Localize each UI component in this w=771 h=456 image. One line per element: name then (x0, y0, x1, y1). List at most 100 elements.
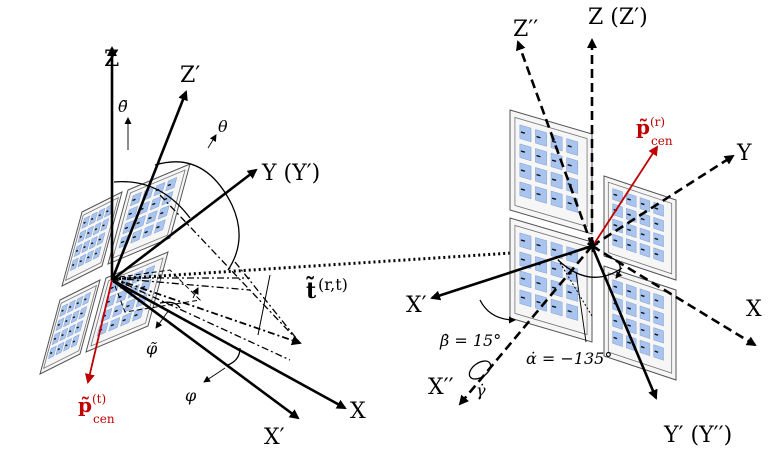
svg-text:p̃: p̃ (78, 393, 92, 417)
left-vector-label: p̃ (t) cen (78, 392, 115, 426)
antenna-element (96, 207, 106, 222)
left-antenna-array (39, 163, 191, 375)
antenna-element (70, 309, 80, 324)
left-y-axis (111, 168, 258, 282)
antenna-element (639, 322, 651, 339)
phi-tilde-label: φ̃ (146, 339, 158, 358)
antenna-element (626, 238, 637, 254)
right-x-double-axis (458, 245, 593, 406)
antenna-element (92, 246, 102, 260)
right-x-double-label: X′′ (428, 375, 454, 400)
antenna-element (639, 288, 651, 305)
right-y-prime-label: Y′ (Y′′) (663, 423, 732, 448)
antenna-element (535, 294, 547, 312)
left-z-prime-label: Z′ (180, 63, 200, 88)
right-z-label: Z (Z′) (588, 5, 648, 30)
antenna-element (108, 317, 121, 332)
svg-text:t̃: t̃ (306, 277, 317, 304)
svg-text:(r): (r) (650, 115, 665, 129)
right-center-marker: ✱ (586, 237, 599, 256)
antenna-element (77, 229, 87, 244)
antenna-element (51, 331, 61, 346)
antenna-element (161, 191, 174, 206)
antenna-element (653, 327, 664, 344)
antenna-element (88, 211, 98, 226)
left-x-prime-label: X′ (264, 425, 285, 450)
antenna-element (519, 289, 532, 308)
antenna-element (63, 337, 72, 352)
antenna-element (639, 227, 651, 243)
antenna-element (535, 129, 547, 147)
antenna-element (653, 232, 664, 248)
right-x-prime-label: X′ (406, 293, 427, 318)
right-y-prime-axis (590, 245, 658, 400)
antenna-element (653, 217, 664, 232)
right-x-prime-axis (430, 244, 593, 301)
svg-text:(t): (t) (92, 392, 106, 406)
antenna-element (66, 299, 76, 314)
svg-text:p̃: p̃ (636, 115, 650, 139)
antenna-element (566, 138, 578, 156)
antenna-element (74, 320, 84, 334)
antenna-element (153, 219, 166, 234)
antenna-element (120, 312, 132, 327)
antenna-element (519, 270, 532, 289)
antenna-element (47, 345, 57, 360)
antenna-element (550, 298, 563, 317)
antenna-element (535, 237, 547, 255)
beta-label: β̇ = 15° (439, 331, 501, 350)
antenna-element (85, 249, 94, 264)
left-y-label: Y (Y′) (261, 161, 320, 186)
antenna-element (70, 334, 80, 348)
antenna-element (74, 295, 84, 310)
antenna-element (653, 344, 664, 361)
gamma-label: γ̇ (476, 381, 486, 400)
left-x-label: X (350, 399, 366, 424)
right-center-vector (593, 145, 659, 245)
antenna-element (653, 310, 664, 327)
antenna-element (535, 167, 547, 185)
antenna-element (85, 225, 94, 240)
antenna-element (612, 233, 623, 249)
antenna-element (550, 171, 563, 190)
antenna-element (639, 339, 651, 356)
antenna-element (566, 176, 578, 194)
link-vector (113, 243, 590, 281)
antenna-element (550, 260, 563, 279)
antenna-element (535, 275, 547, 293)
antenna-element (519, 251, 532, 270)
antenna-element (639, 305, 651, 322)
antenna-element (126, 205, 139, 221)
theta-tilde-label: θ̃ (118, 97, 128, 116)
antenna-element (142, 224, 154, 239)
link-vector-label: t̃ (r,t) (306, 275, 348, 304)
antenna-element (63, 313, 72, 328)
antenna-element (519, 162, 532, 181)
antenna-element (653, 247, 664, 263)
antenna-element (112, 303, 125, 318)
antenna-element (639, 197, 651, 213)
antenna-element (55, 317, 65, 332)
antenna-element (77, 253, 87, 268)
right-axes (430, 38, 757, 406)
antenna-element (566, 303, 578, 321)
right-x-axis (591, 244, 757, 347)
antenna-element (519, 124, 532, 143)
antenna-element (149, 196, 162, 211)
antenna-element (131, 307, 144, 322)
left-center-vector (84, 279, 113, 384)
antenna-element (78, 306, 88, 320)
right-y-label: Y (736, 141, 752, 166)
antenna-element (100, 218, 110, 232)
antenna-element (88, 235, 98, 250)
antenna-element (55, 341, 65, 356)
right-vector-label: p̃ (r) cen (636, 115, 673, 148)
antenna-element (612, 188, 623, 203)
theta-label: θ (218, 117, 228, 136)
antenna-element (92, 221, 102, 236)
antenna-element (59, 303, 69, 317)
antenna-element (519, 232, 532, 251)
antenna-element (81, 215, 91, 229)
antenna-element (612, 279, 623, 296)
